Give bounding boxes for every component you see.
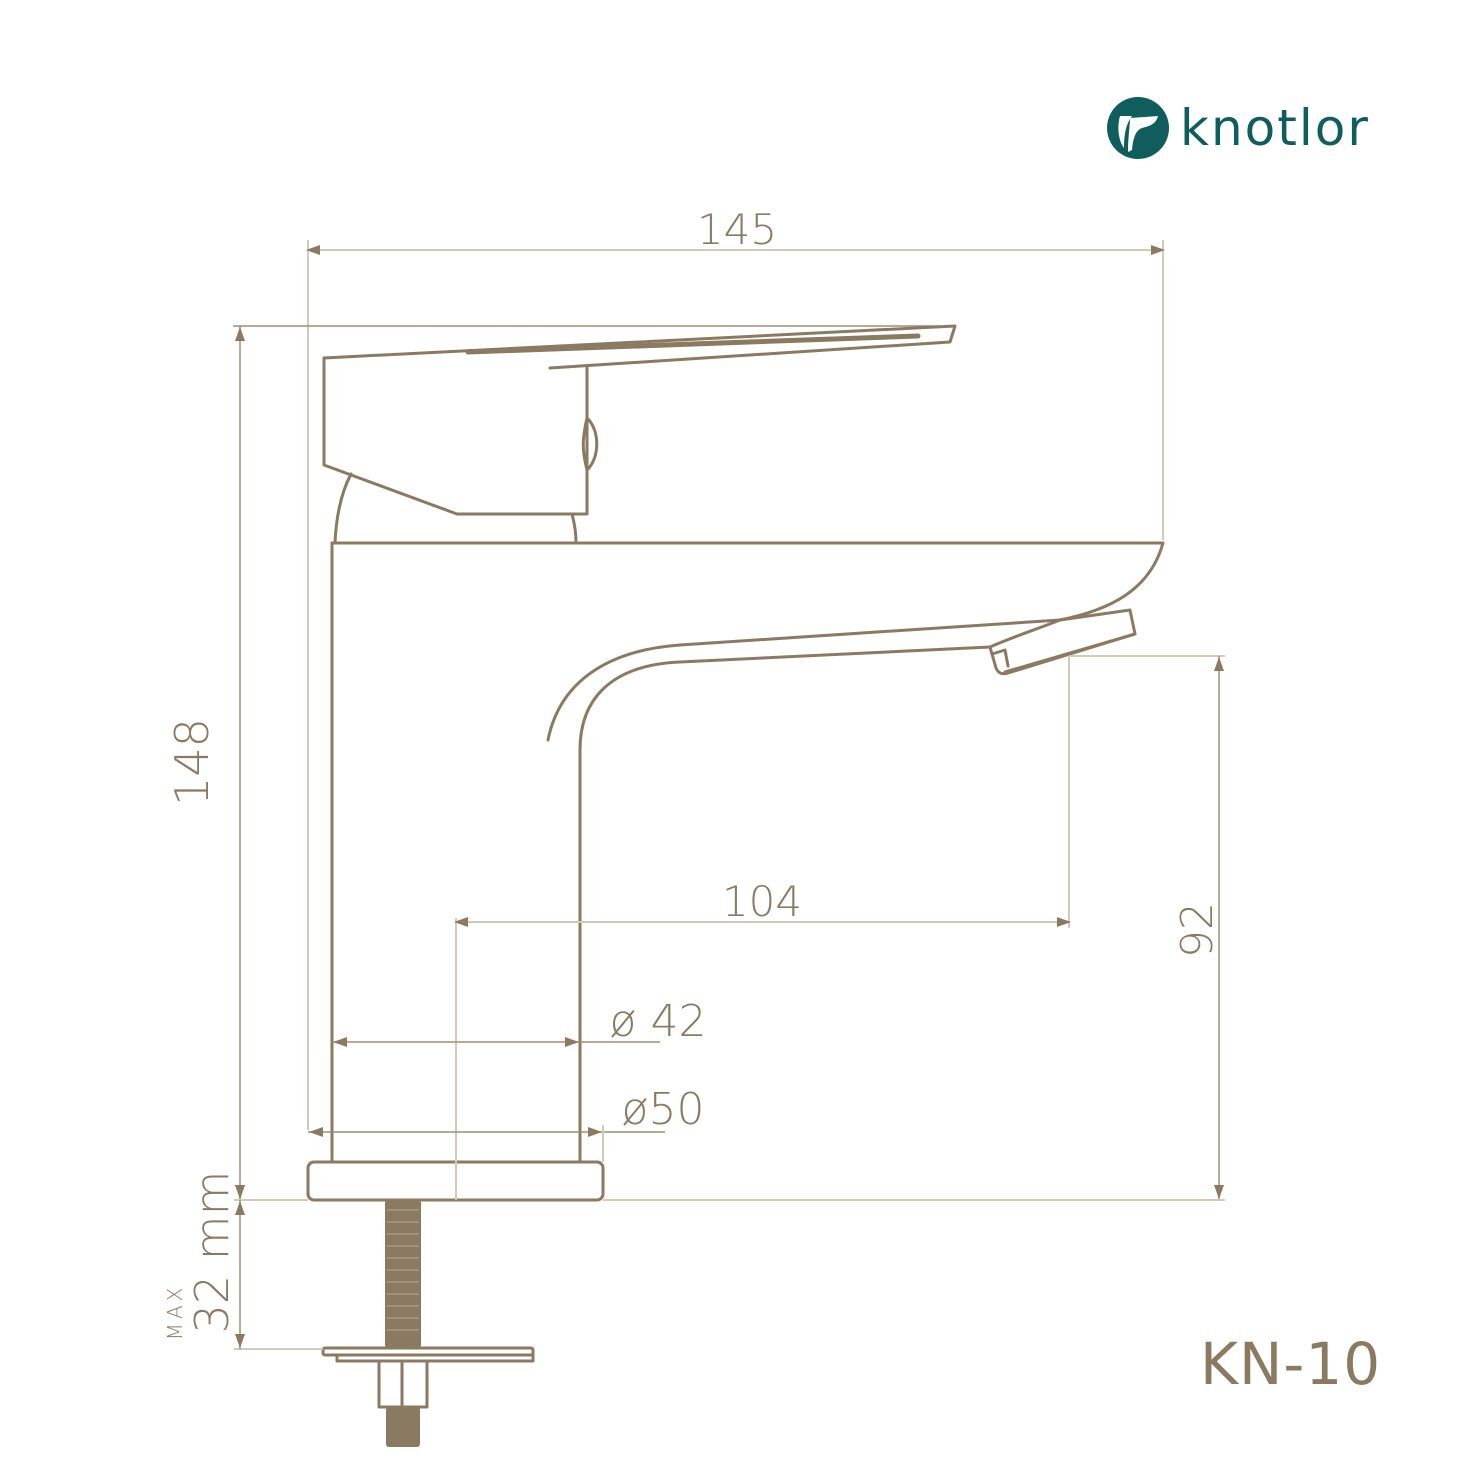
dimension-spout-reach: 104 (454, 655, 1225, 928)
dimension-label-base-diameter: ø50 (622, 1084, 705, 1135)
mounting-hardware (321, 1200, 535, 1447)
dimension-base-diameter: ø50 (308, 1084, 704, 1162)
dimension-overall-width: 145 (306, 205, 1165, 1130)
dimension-counter-thickness: 32 mm MAX (163, 1171, 323, 1350)
knotlor-leaf-circle-icon (1107, 97, 1169, 159)
dimension-overall-height: 148 (165, 325, 940, 1200)
dimension-label-counter-thickness: 32 mm (185, 1171, 239, 1334)
faucet-body (330, 541, 1165, 1164)
faucet-handle (322, 324, 957, 545)
dimension-label-width: 145 (697, 205, 777, 254)
brand-logo: knotlor (1106, 96, 1370, 160)
brand-name: knotlor (1180, 99, 1370, 157)
dimension-body-diameter: ø 42 (332, 996, 706, 1047)
dimension-spout-height: 92 (603, 656, 1225, 1201)
dimension-label-height: 148 (165, 718, 219, 806)
dimension-label-body-diameter: ø 42 (610, 996, 707, 1047)
dimension-label-max-prefix: MAX (163, 1284, 187, 1341)
dimension-label-spout-height: 92 (1172, 902, 1223, 958)
model-number: KN-10 (1200, 1330, 1382, 1398)
dimension-label-reach: 104 (722, 877, 802, 926)
